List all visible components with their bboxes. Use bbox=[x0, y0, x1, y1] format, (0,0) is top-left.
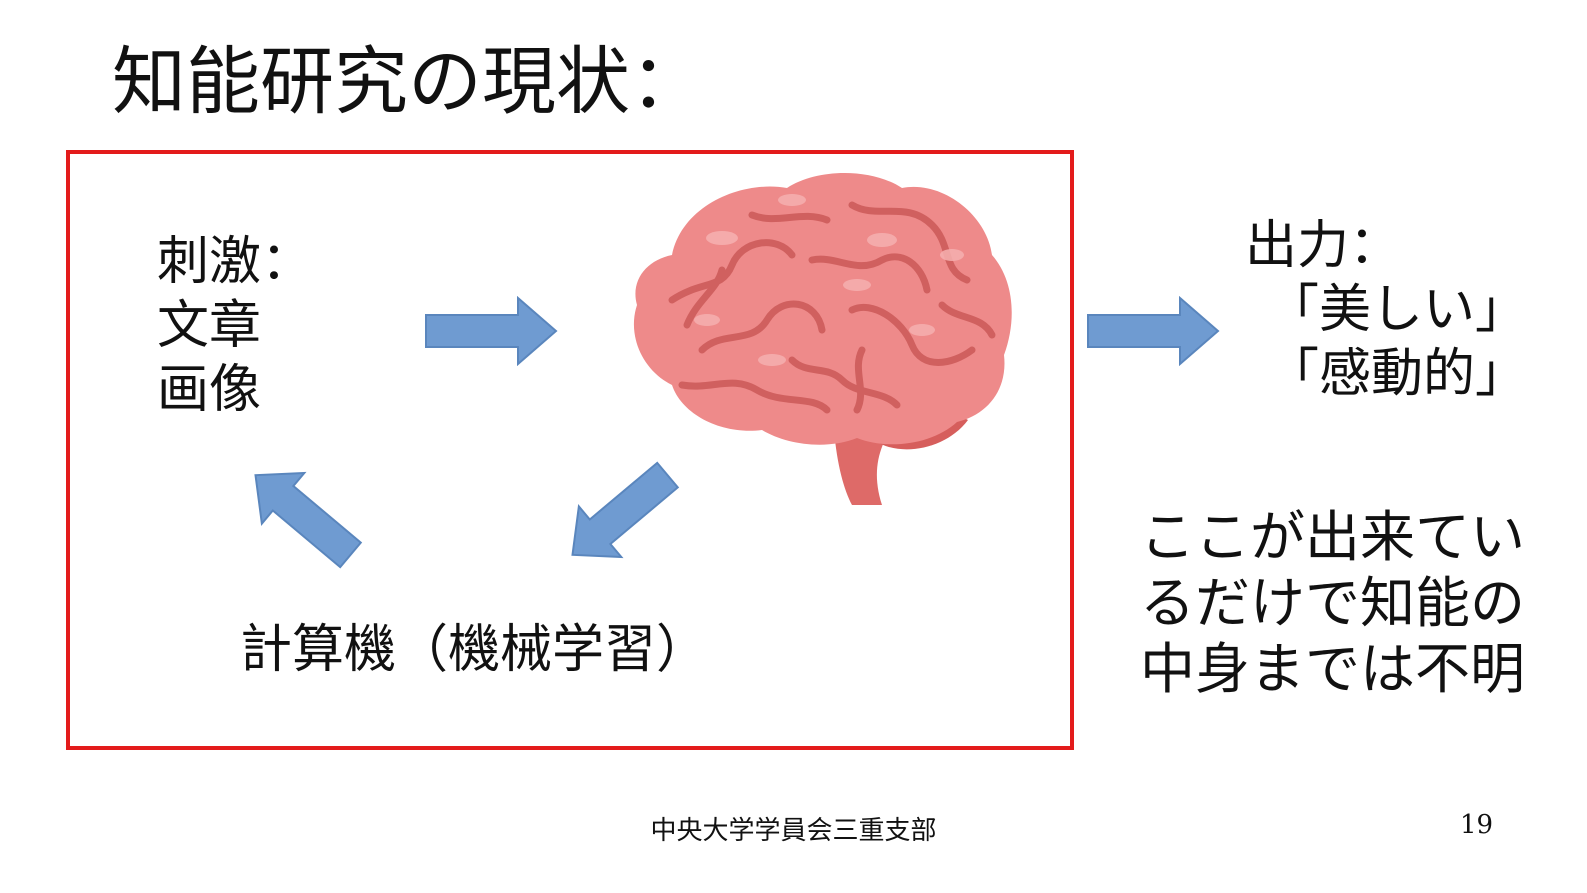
output-beautiful: 「美しい」 bbox=[1267, 280, 1528, 340]
brain-icon bbox=[633, 173, 1012, 505]
stimulus-text: 刺激： 文章 画像 bbox=[157, 230, 313, 422]
arrow-right-icon bbox=[425, 296, 558, 366]
computer-label: 計算機（機械学習） bbox=[240, 620, 709, 680]
output-moving: 「感動的」 bbox=[1267, 344, 1528, 404]
output-label: 出力： bbox=[1245, 216, 1402, 276]
page-number: 19 bbox=[1460, 810, 1494, 840]
note-line: 中身までは不明 bbox=[1140, 637, 1526, 701]
slide-title: 知能研究の現状： bbox=[112, 39, 704, 125]
footer-text: 中央大学学員会三重支部 bbox=[650, 816, 937, 846]
note-line: るだけで知能の bbox=[1140, 571, 1526, 635]
arrow-up-left-icon bbox=[254, 471, 363, 569]
note-text: ここが出来てい るだけで知能の 中身までは不明 bbox=[1140, 504, 1525, 702]
stimulus-image-item: 画像 bbox=[157, 360, 262, 420]
note-line: ここが出来てい bbox=[1140, 505, 1526, 569]
output-text: 出力： 「美しい」 「感動的」 bbox=[1245, 214, 1527, 406]
stimulus-label: 刺激： bbox=[157, 232, 314, 292]
arrow-right-icon bbox=[1087, 296, 1220, 366]
stimulus-text-item: 文章 bbox=[157, 296, 262, 356]
arrow-down-left-icon bbox=[571, 461, 680, 559]
process-frame bbox=[66, 150, 1074, 750]
